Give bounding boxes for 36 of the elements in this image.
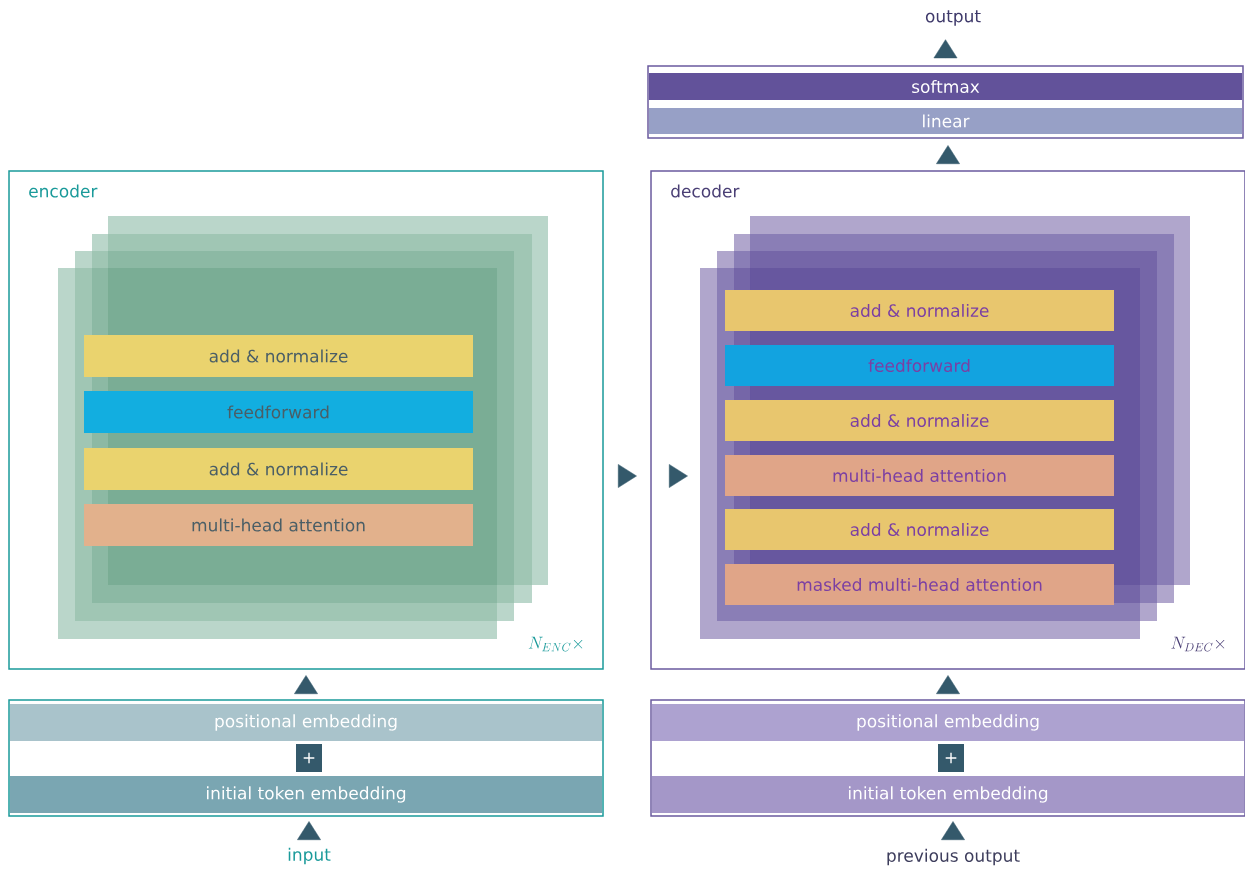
layer-bar: masked multi-head attention [725,564,1114,605]
arrow [936,675,960,695]
block-frame [8,699,604,817]
plus-sign: + [296,744,322,772]
arrow [936,145,960,165]
layer-bar: initial token embedding [652,776,1244,813]
io-label: output [925,10,981,26]
arrow [941,821,965,841]
repeat-count: $N_{DEC} \times$ [1171,636,1225,652]
layer-bar: feedforward [84,391,473,433]
layer-bar: positional embedding [652,704,1244,741]
io-label: previous output [887,848,1020,866]
layer-bar: add & normalize [84,335,473,377]
plus-sign: + [938,744,964,772]
layer-bar: linear [649,108,1242,134]
block-frame [650,699,1245,817]
layer-bar: initial token embedding [10,776,602,813]
block-frame [647,65,1244,139]
arrow [933,39,958,59]
layer-bar: positional embedding [10,704,602,741]
arrow [668,464,688,488]
layer-bar: add & normalize [725,290,1114,331]
layer-bar: add & normalize [84,448,473,490]
arrow [617,464,637,488]
repeat-count: $N_{ENC} \times$ [528,636,583,652]
layer-bar: add & normalize [725,400,1114,441]
arrow [297,821,321,841]
layer-bar: softmax [649,73,1242,100]
block-title: decoder [671,184,740,198]
arrow [294,675,318,695]
layer-bar: feedforward [725,345,1114,386]
io-label: input [288,847,331,865]
layer-bar: multi-head attention [725,455,1114,496]
layer-bar: add & normalize [725,509,1114,550]
layer-bar: multi-head attention [84,504,473,546]
block-title: encoder [29,184,98,198]
